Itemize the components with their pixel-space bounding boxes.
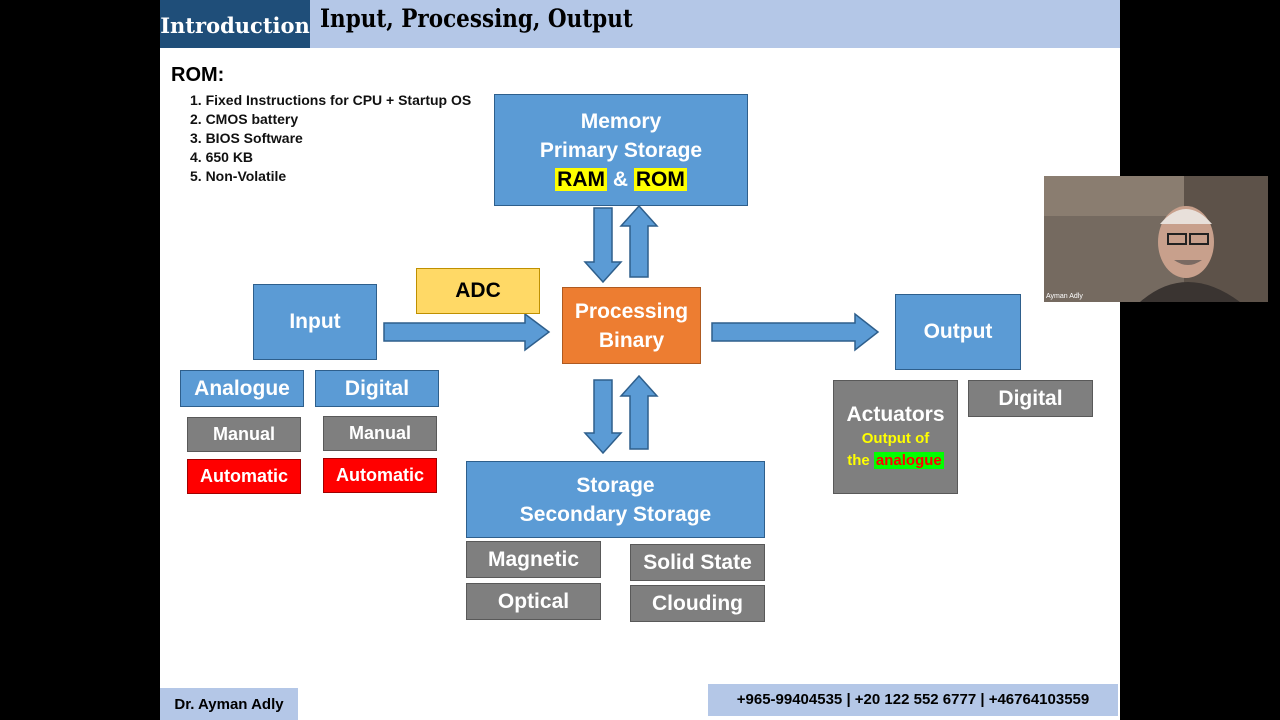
- arrow-input-to-processing: [383, 312, 551, 352]
- optical-box: Optical: [466, 583, 601, 620]
- adc-box: ADC: [416, 268, 540, 314]
- the-analogue-line: the analogue: [847, 450, 944, 472]
- section-label: Introduction: [160, 0, 310, 48]
- digital-input-box: Digital: [315, 370, 439, 407]
- author-label: Dr. Ayman Adly: [160, 688, 298, 720]
- actuators-box: Actuators Output of the analogue: [833, 380, 958, 494]
- rom-item: 5. Non-Volatile: [190, 168, 287, 184]
- ram-rom-line: RAM & ROM: [540, 165, 702, 194]
- digital-output-box: Digital: [968, 380, 1093, 417]
- processing-box: Processing Binary: [562, 287, 701, 364]
- arrow-memory-to-processing: [583, 207, 623, 284]
- ampersand: &: [612, 167, 628, 191]
- arrow-processing-to-memory: [619, 204, 659, 278]
- arrow-storage-to-processing: [619, 374, 659, 450]
- actuators-label: Actuators: [846, 403, 945, 426]
- arrow-processing-to-output: [711, 312, 880, 352]
- webcam-name-label: Ayman Adly: [1046, 293, 1083, 300]
- the-label: the: [847, 452, 870, 469]
- clouding-box: Clouding: [630, 585, 765, 622]
- memory-label: Memory: [580, 109, 662, 133]
- analogue-output-label: analogue: [873, 452, 944, 469]
- output-box: Output: [895, 294, 1021, 370]
- arrow-processing-to-storage: [583, 379, 623, 455]
- rom-item: 3. BIOS Software: [190, 130, 303, 146]
- webcam-thumbnail[interactable]: Ayman Adly: [1044, 176, 1268, 302]
- rom-list: 1. Fixed Instructions for CPU + Startup …: [190, 91, 471, 186]
- output-of-label: Output of: [861, 430, 930, 447]
- slide: Introduction Input, Processing, Output R…: [160, 0, 1120, 720]
- automatic-digital-box: Automatic: [323, 458, 437, 493]
- rom-title: ROM:: [171, 64, 225, 86]
- rom-label: ROM: [633, 167, 687, 191]
- input-box: Input: [253, 284, 377, 360]
- storage-box: Storage Secondary Storage: [466, 461, 765, 538]
- presenter-video: [1044, 176, 1268, 302]
- processing-label: Processing: [574, 299, 689, 323]
- primary-storage-label: Primary Storage: [539, 138, 703, 162]
- slide-title: Input, Processing, Output: [320, 4, 633, 33]
- rom-item: 1. Fixed Instructions for CPU + Startup …: [190, 92, 472, 108]
- secondary-storage-label: Secondary Storage: [519, 502, 712, 526]
- rom-item: 4. 650 KB: [190, 149, 254, 165]
- ram-label: RAM: [555, 167, 607, 191]
- rom-item: 2. CMOS battery: [190, 111, 299, 127]
- manual-digital-box: Manual: [323, 416, 437, 451]
- storage-label: Storage: [576, 473, 655, 497]
- manual-analogue-box: Manual: [187, 417, 301, 452]
- magnetic-box: Magnetic: [466, 541, 601, 578]
- binary-label: Binary: [598, 328, 665, 352]
- automatic-analogue-box: Automatic: [187, 459, 301, 494]
- flow-arrows: [383, 204, 880, 455]
- phone-numbers: +965-99404535 | +20 122 552 6777 | +4676…: [708, 684, 1118, 716]
- header-band: [160, 0, 1120, 48]
- solid-state-box: Solid State: [630, 544, 765, 581]
- analogue-box: Analogue: [180, 370, 304, 407]
- memory-box: Memory Primary Storage RAM & ROM: [494, 94, 748, 206]
